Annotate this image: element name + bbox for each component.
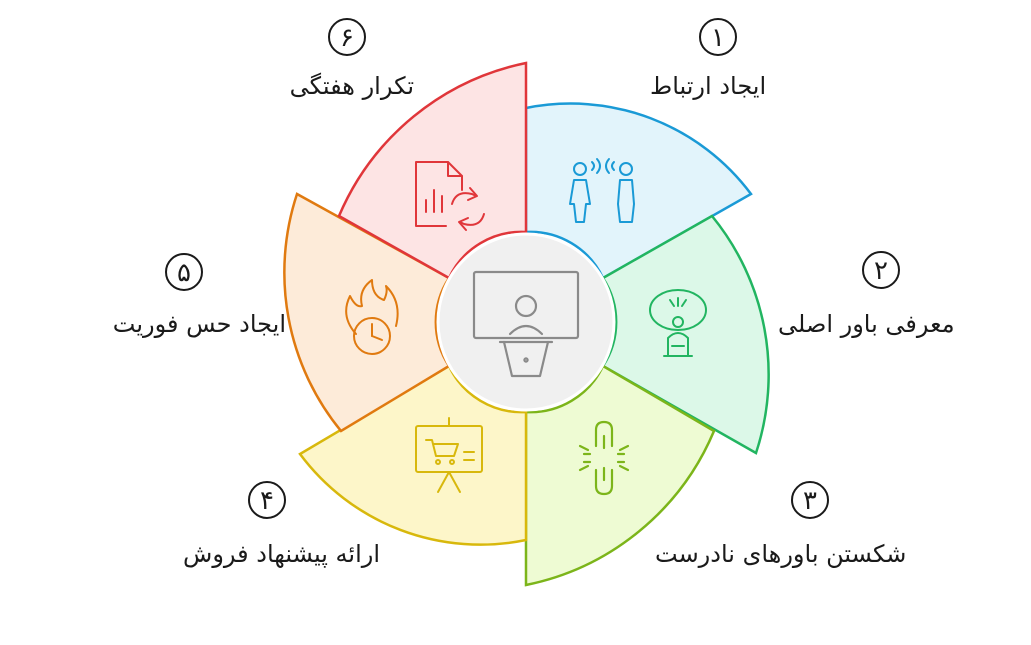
step-title-4: ارائه پیشنهاد فروش: [183, 540, 380, 568]
svg-text:۱: ۱: [711, 23, 725, 53]
step-number-badge-3: ۳: [791, 481, 829, 519]
step-number-badge-4: ۴: [248, 481, 286, 519]
two-people-talking-icon: [569, 158, 635, 223]
svg-text:۶: ۶: [340, 23, 354, 53]
person-idea-tree-icon: [649, 289, 707, 357]
presentation-cart-icon: [415, 417, 483, 493]
svg-text:۴: ۴: [260, 486, 274, 516]
step-number-badge-6: ۶: [328, 18, 366, 56]
step-title-2: معرفی باور اصلی: [778, 310, 955, 338]
step-title-6: تکرار هفتگی: [289, 72, 414, 100]
step-title-1: ایجاد ارتباط: [650, 72, 767, 100]
sector-1: [524, 102, 753, 280]
svg-text:۵: ۵: [177, 258, 191, 288]
sector-6: [337, 61, 528, 280]
broken-chain-icon: [578, 420, 630, 496]
step-title-3: شکستن باورهای نادرست: [655, 540, 907, 568]
sector-5: [283, 192, 451, 433]
step-number-badge-5: ۵: [165, 253, 203, 291]
sector-2: [601, 214, 770, 455]
speaker-at-podium-icon: [472, 270, 580, 378]
step-title-5: ایجاد حس فوریت: [112, 310, 286, 338]
step-number-badge-2: ۲: [862, 251, 900, 289]
svg-text:۳: ۳: [803, 486, 817, 516]
step-number-badge-1: ۱: [699, 18, 737, 56]
svg-text:۲: ۲: [874, 256, 888, 286]
sector-4: [298, 364, 528, 546]
center-circle: [436, 232, 616, 412]
repeat-report-icon: [415, 161, 485, 231]
sector-3: [524, 364, 716, 587]
fire-clock-icon: [345, 279, 399, 355]
